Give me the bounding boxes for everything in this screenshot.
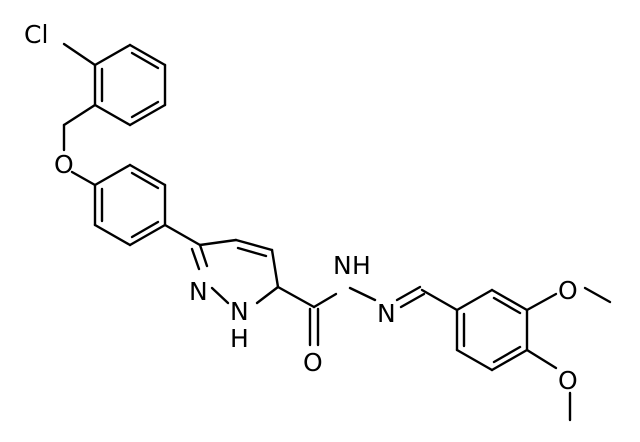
ring-ome-bottom-bond	[525, 348, 558, 370]
ether-oxygen-label: O	[54, 150, 74, 179]
chlorophenyl-ring	[93, 43, 167, 127]
ome-top-methyl-bond	[583, 286, 612, 304]
methoxy-oxygen-bottom-label: O	[558, 366, 578, 395]
dimethoxyphenyl-ring	[455, 288, 529, 372]
nh-n-bond	[348, 286, 377, 302]
pyrazole-nitrogen-label: N	[189, 277, 208, 306]
pyrazole-carbonyl-bond	[276, 285, 316, 309]
ch-aryl-bond	[420, 288, 459, 312]
hydrazone-nitrogen-label: N	[377, 299, 396, 328]
amide-nh-label: N	[333, 251, 352, 280]
n-ch-double-bond-b	[399, 292, 426, 309]
pyrazole-ring	[190, 238, 280, 305]
carbonyl-oxygen-label: O	[303, 348, 323, 377]
n-ch-double-bond-a	[395, 285, 422, 302]
amide-nh-h-label: H	[352, 251, 371, 280]
methoxy-oxygen-top-label: O	[558, 276, 578, 305]
carbonyl-nh-bond	[312, 292, 338, 309]
o-aryl-bond	[70, 170, 97, 187]
c-cl-bond	[62, 42, 97, 67]
aryl-pyrazole-bond	[163, 223, 202, 247]
pyrazole-nh-label: N	[230, 297, 249, 326]
phenylene-ring	[93, 163, 167, 247]
ring-ome-top-bond	[525, 292, 558, 312]
benzyl-ch2-bond	[62, 103, 97, 127]
chlorine-label: Cl	[24, 20, 48, 49]
pyrazole-nh-h-label: H	[230, 324, 249, 353]
